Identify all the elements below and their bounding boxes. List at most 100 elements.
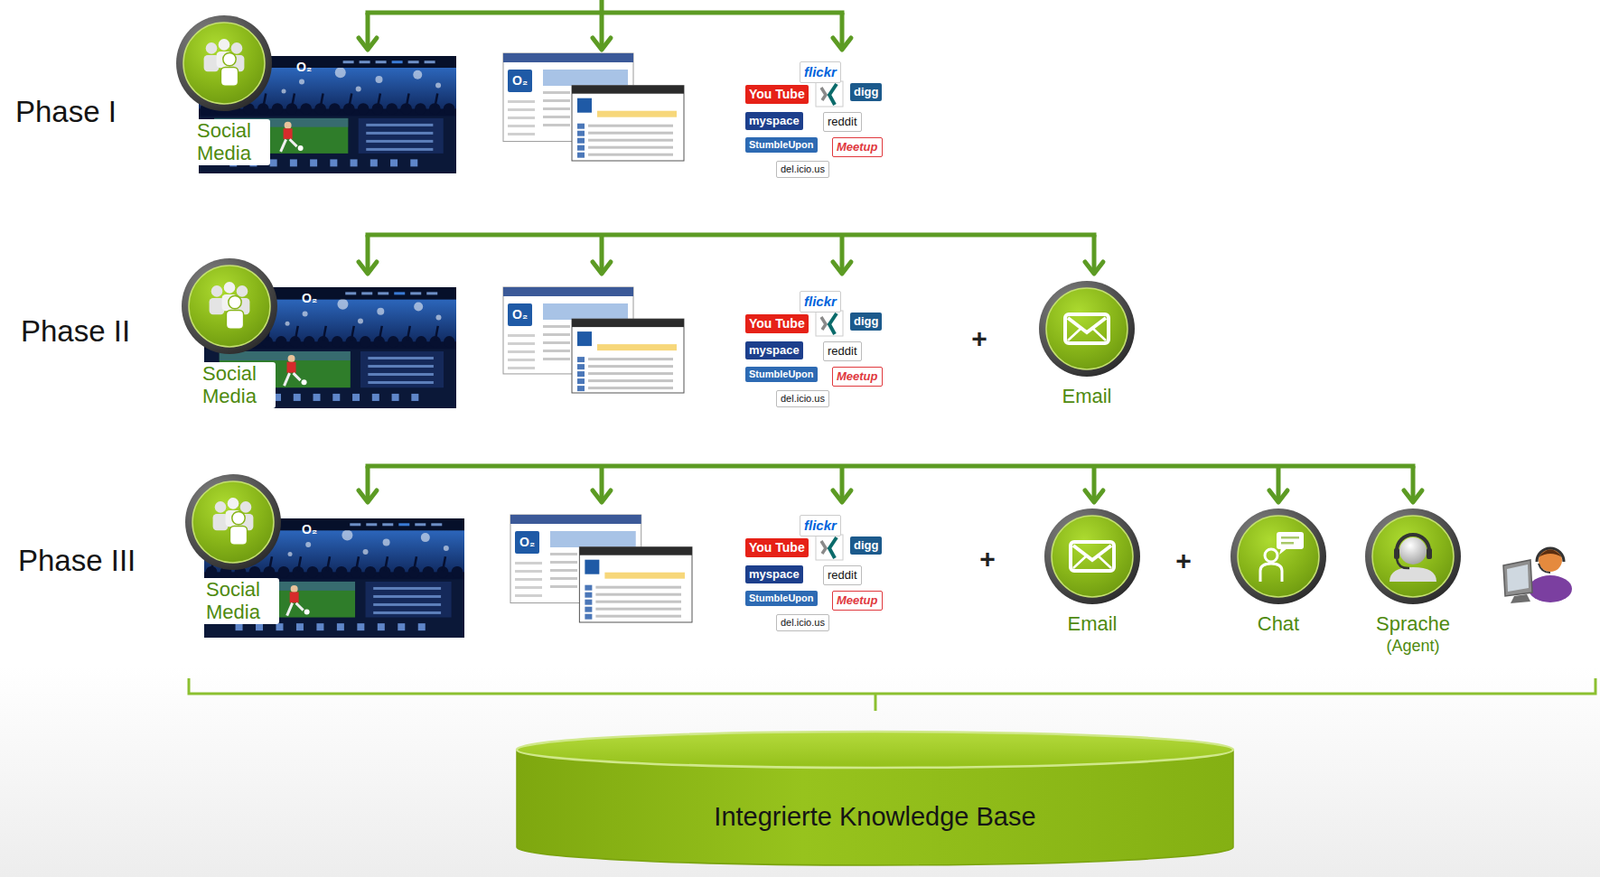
logo-text: You Tube (745, 84, 809, 104)
channel-label: Email (1058, 384, 1114, 408)
logo-text: StumbleUpon (745, 137, 818, 153)
channel-node: Email (1034, 278, 1140, 408)
arrow-shaft (840, 12, 845, 47)
arrow-head (1269, 490, 1288, 503)
logo-text: O₂ (296, 59, 312, 75)
channel-icon (1036, 278, 1138, 380)
logo-text: You Tube (745, 538, 809, 558)
channel-label: (Agent) (1383, 636, 1442, 656)
logo-text: StumbleUpon (745, 590, 818, 607)
logo-text: myspace (745, 112, 804, 131)
logo-text: flickr (799, 514, 842, 537)
arrow-head (358, 37, 377, 50)
arrow-shaft (599, 234, 605, 272)
channel-label: Social Media (187, 578, 280, 625)
channel-node: Email (1039, 505, 1145, 636)
arrow-head (832, 261, 852, 274)
logo-text: O₂ (301, 522, 318, 538)
logo-text: flickr (799, 61, 842, 84)
distribution-bar (599, 0, 605, 13)
arrow-shaft (1276, 466, 1282, 500)
plus-sign: + (979, 542, 996, 576)
logo-text: del.icio.us (776, 390, 830, 408)
cylinder-shape (514, 729, 1236, 868)
arrow-shaft (840, 234, 845, 272)
phase-label: Phase II (20, 313, 131, 350)
distribution-bar (367, 233, 1095, 238)
logo-text: Meetup (832, 590, 883, 611)
logo-text: You Tube (745, 314, 809, 334)
logo-text: Meetup (832, 366, 883, 387)
logo-text: flickr (799, 290, 842, 313)
agent-figure (1503, 548, 1572, 604)
channel-icon (1041, 505, 1143, 608)
channel-node: Social Media (180, 471, 286, 625)
channel-label: Social Media (183, 362, 276, 409)
logo-text: digg (850, 536, 882, 555)
logo-text: O₂ (301, 290, 318, 307)
channel-node: Chat (1225, 505, 1331, 636)
profile-screenshot (503, 53, 684, 161)
arrow-head (358, 261, 377, 274)
logo-text: O₂ (507, 69, 533, 93)
channel-icon (1362, 505, 1464, 608)
channel-label: Social Media (177, 119, 271, 166)
plus-sign: + (1175, 544, 1192, 578)
logo-text: Meetup (832, 137, 883, 158)
arrow-head (592, 490, 611, 503)
logo-text: O₂ (507, 303, 533, 327)
plus-sign: + (971, 322, 988, 356)
phase-label: Phase I (15, 93, 117, 131)
arrow-shaft (840, 466, 845, 500)
channel-label: Sprache (1373, 612, 1453, 636)
xing-logo (815, 310, 843, 337)
arrow-head (1403, 490, 1423, 503)
logo-text: digg (850, 312, 882, 331)
cylinder-top (516, 731, 1234, 768)
arrow-shaft (1092, 466, 1097, 500)
database-cylinder: Integrierte Knowledge Base (514, 729, 1236, 868)
channel-icon (182, 471, 284, 573)
profile-screenshot (503, 287, 684, 393)
bracket (188, 678, 1596, 694)
connector-layer (358, 0, 1423, 503)
arrow-head (592, 37, 611, 50)
arrow-head (1085, 261, 1104, 274)
profile-screenshot (510, 514, 693, 623)
logo-text: del.icio.us (776, 614, 830, 632)
xing-logo (815, 534, 843, 561)
arrow-shaft (365, 12, 371, 47)
logo-text: StumbleUpon (745, 366, 818, 383)
logo-text: del.icio.us (776, 160, 830, 178)
arrow-shaft (599, 12, 605, 47)
channel-node: Social Media (171, 12, 277, 166)
channel-icon (173, 12, 275, 114)
channel-node: Sprache(Agent) (1360, 505, 1466, 656)
arrow-shaft (1092, 234, 1097, 272)
arrow-shaft (365, 234, 371, 272)
arrow-shaft (599, 466, 605, 500)
logo-text: myspace (745, 341, 804, 360)
channel-node: Social Media (177, 255, 282, 409)
bracket (874, 693, 878, 712)
arrow-head (358, 490, 377, 503)
distribution-bar (367, 464, 1413, 469)
arrow-head (1085, 490, 1104, 503)
channel-label: Email (1064, 612, 1120, 636)
arrow-shaft (365, 466, 371, 500)
channel-label: Chat (1254, 612, 1302, 636)
xing-logo (815, 81, 843, 107)
phase-label: Phase III (18, 542, 136, 580)
distribution-bar (367, 10, 843, 16)
logo-text: O₂ (514, 531, 540, 554)
arrow-head (832, 37, 852, 50)
arrow-head (592, 261, 611, 274)
database-label: Integrierte Knowledge Base (713, 802, 1036, 833)
logo-text: digg (850, 83, 882, 102)
arrow-head (832, 490, 852, 503)
arrow-shaft (1411, 466, 1416, 500)
logo-text: reddit (823, 565, 862, 586)
channel-icon (178, 255, 281, 357)
channel-icon (1227, 505, 1329, 608)
